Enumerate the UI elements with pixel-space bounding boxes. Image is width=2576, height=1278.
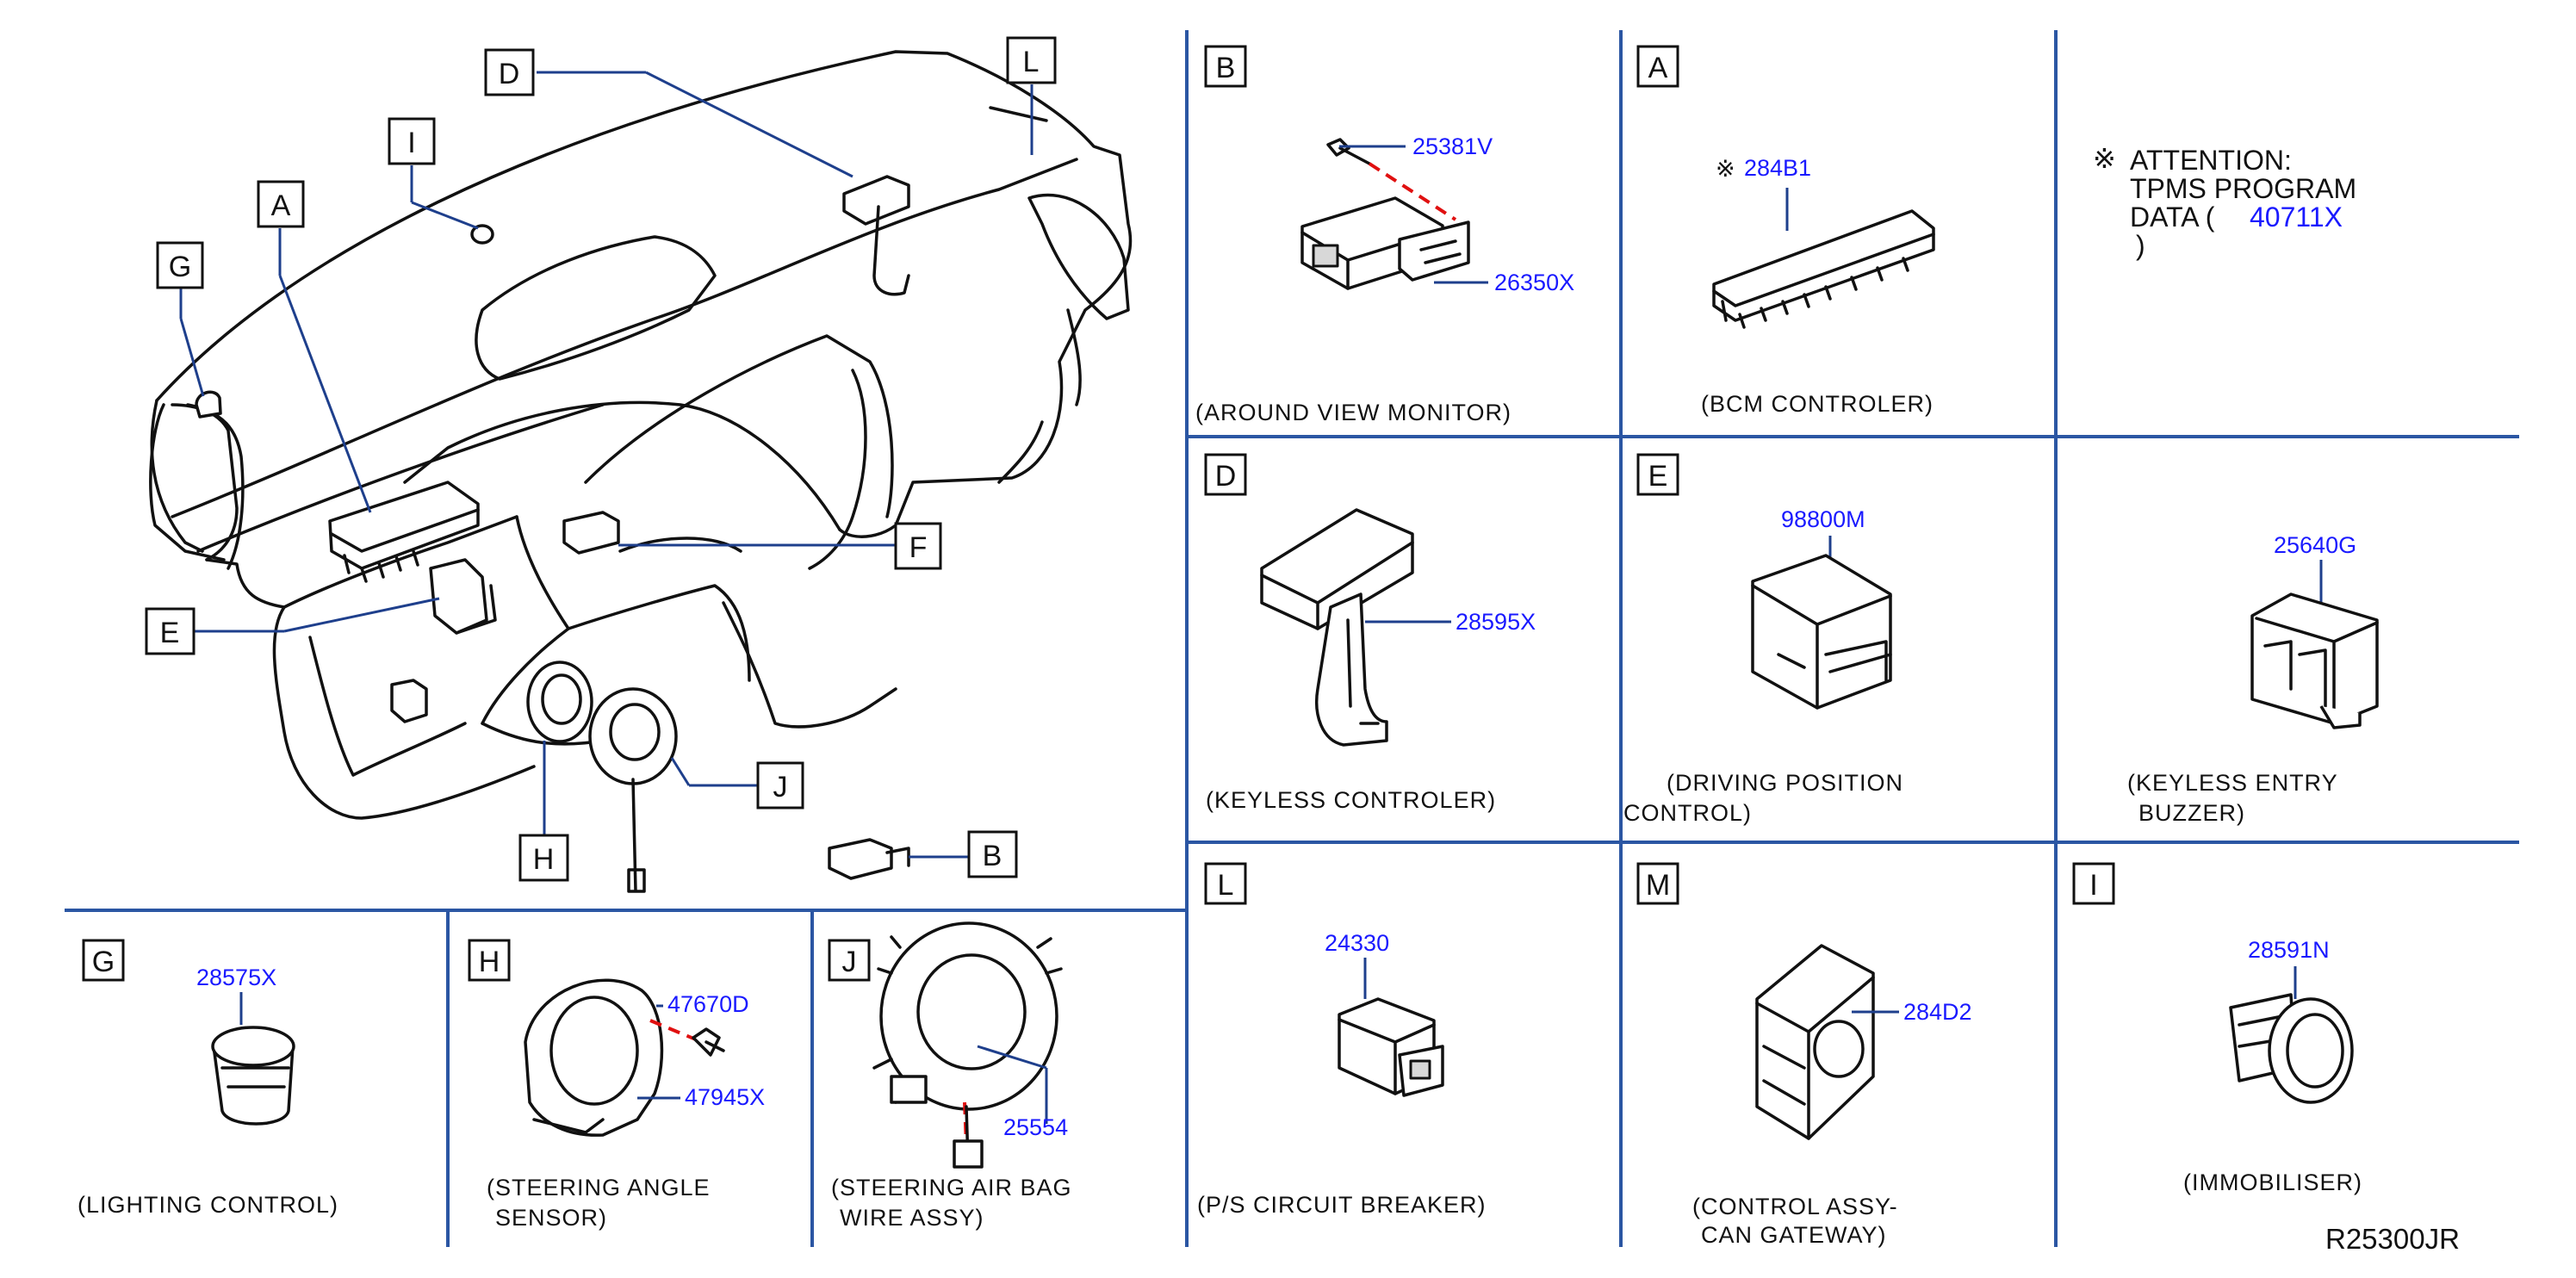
svg-text:284D2: 284D2 bbox=[1903, 999, 1972, 1025]
svg-text:L: L bbox=[1023, 46, 1040, 78]
callout-g: G bbox=[156, 241, 204, 289]
callout-h: H bbox=[518, 834, 569, 882]
svg-text:G: G bbox=[92, 946, 115, 978]
svg-text:(KEYLESS ENTRY: (KEYLESS ENTRY bbox=[2127, 770, 2338, 796]
attention-note: ※ ATTENTION: TPMS PROGRAM DATA ( 40711X … bbox=[2093, 143, 2356, 261]
svg-text:CONTROL): CONTROL) bbox=[1623, 800, 1752, 826]
panel-grid bbox=[65, 30, 2519, 1247]
overview-components bbox=[195, 106, 1048, 893]
svg-text:E: E bbox=[1648, 460, 1668, 493]
svg-text:(LIGHTING CONTROL): (LIGHTING CONTROL) bbox=[78, 1192, 338, 1218]
svg-text:(STEERING ANGLE: (STEERING ANGLE bbox=[487, 1175, 711, 1200]
svg-text:ATTENTION:: ATTENTION: bbox=[2130, 145, 2292, 176]
svg-text:WIRE ASSY): WIRE ASSY) bbox=[840, 1205, 984, 1231]
panel-steering-air-bag-wire: J 25554 (STEERING AIR BAG WIRE ASSY) bbox=[828, 921, 1072, 1231]
svg-text:28591N: 28591N bbox=[2248, 937, 2330, 963]
svg-text:B: B bbox=[983, 840, 1002, 872]
svg-text:(CONTROL ASSY-: (CONTROL ASSY- bbox=[1692, 1194, 1898, 1219]
svg-text:L: L bbox=[1218, 869, 1234, 902]
callout-f: F bbox=[894, 522, 942, 570]
callout-i: I bbox=[388, 117, 436, 165]
svg-text:D: D bbox=[499, 58, 520, 90]
svg-text:25640G: 25640G bbox=[2274, 532, 2356, 558]
svg-text:47945X: 47945X bbox=[685, 1084, 765, 1110]
dashboard-overview bbox=[149, 50, 1133, 820]
svg-text:M: M bbox=[1646, 869, 1670, 902]
svg-text:TPMS PROGRAM: TPMS PROGRAM bbox=[2130, 173, 2356, 204]
svg-text:28575X: 28575X bbox=[196, 965, 276, 990]
svg-text:D: D bbox=[1215, 460, 1237, 493]
overview-leaders bbox=[179, 71, 1034, 859]
svg-text:CAN GATEWAY): CAN GATEWAY) bbox=[1701, 1222, 1887, 1248]
panel-driving-position-control: E 98800M (DRIVING POSITION CONTROL) bbox=[1623, 453, 1903, 826]
svg-text:25554: 25554 bbox=[1003, 1114, 1068, 1140]
svg-text:G: G bbox=[169, 251, 191, 283]
svg-text:SENSOR): SENSOR) bbox=[495, 1205, 607, 1231]
svg-text:98800M: 98800M bbox=[1781, 506, 1865, 532]
panel-lighting-control: G 28575X (LIGHTING CONTROL) bbox=[78, 939, 338, 1218]
callout-e: E bbox=[145, 607, 196, 655]
svg-text:(KEYLESS CONTROLER): (KEYLESS CONTROLER) bbox=[1206, 787, 1496, 813]
svg-text:284B1: 284B1 bbox=[1744, 155, 1811, 181]
callout-j: J bbox=[756, 761, 804, 810]
svg-text:47670D: 47670D bbox=[667, 991, 749, 1017]
callout-l: L bbox=[1006, 36, 1057, 84]
svg-text:DATA (: DATA ( bbox=[2130, 202, 2215, 233]
svg-text:(DRIVING POSITION: (DRIVING POSITION bbox=[1667, 770, 1903, 796]
panel-bcm-controler: A ※ 284B1 (BCM CONTROLER) bbox=[1636, 45, 1935, 417]
svg-text:(AROUND VIEW MONITOR): (AROUND VIEW MONITOR) bbox=[1195, 400, 1511, 425]
svg-text:(STEERING AIR BAG: (STEERING AIR BAG bbox=[831, 1175, 1072, 1200]
svg-text:24330: 24330 bbox=[1325, 930, 1389, 956]
svg-text:(IMMOBILISER): (IMMOBILISER) bbox=[2183, 1169, 2362, 1195]
svg-text:): ) bbox=[2136, 230, 2145, 261]
svg-text:(BCM CONTROLER): (BCM CONTROLER) bbox=[1701, 391, 1934, 417]
panel-immobiliser: I 28591N (IMMOBILISER) bbox=[2072, 862, 2362, 1195]
svg-text:F: F bbox=[909, 531, 928, 564]
svg-text:B: B bbox=[1216, 52, 1236, 84]
callout-b: B bbox=[967, 830, 1018, 878]
svg-text:BUZZER): BUZZER) bbox=[2138, 800, 2245, 826]
svg-text:J: J bbox=[842, 946, 857, 978]
panel-keyless-controler: D 28595X (KEYLESS CONTROLER) bbox=[1204, 453, 1536, 813]
svg-text:※: ※ bbox=[1716, 156, 1735, 182]
panel-keyless-entry-buzzer: 25640G (KEYLESS ENTRY BUZZER) bbox=[2127, 532, 2379, 826]
svg-text:E: E bbox=[160, 617, 180, 649]
panel-can-gateway: M 284D2 (CONTROL ASSY- CAN GATEWAY) bbox=[1636, 862, 1972, 1248]
panel-around-view-monitor: B 25381V 26350X (AROUND VIEW MONITOR) bbox=[1195, 45, 1574, 425]
panel-steering-angle-sensor: H 47670D 47945X (STEERING ANGLE SENSOR) bbox=[468, 939, 765, 1231]
svg-text:(P/S CIRCUIT BREAKER): (P/S CIRCUIT BREAKER) bbox=[1197, 1192, 1487, 1218]
svg-text:※: ※ bbox=[2093, 143, 2116, 174]
svg-text:28595X: 28595X bbox=[1456, 609, 1536, 635]
svg-text:H: H bbox=[479, 946, 500, 978]
svg-text:H: H bbox=[533, 843, 555, 876]
callout-d: D bbox=[484, 48, 535, 96]
overview-callouts: D L I A G F E J H B bbox=[145, 36, 1057, 882]
diagram-code: R25300JR bbox=[2325, 1223, 2460, 1255]
svg-text:I: I bbox=[2089, 869, 2097, 902]
panel-ps-circuit-breaker: L 24330 (P/S CIRCUIT BREAKER) bbox=[1197, 862, 1487, 1218]
svg-text:A: A bbox=[1648, 52, 1668, 84]
svg-text:26350X: 26350X bbox=[1494, 270, 1574, 295]
svg-text:25381V: 25381V bbox=[1412, 133, 1493, 159]
svg-text:J: J bbox=[773, 771, 788, 803]
svg-text:I: I bbox=[407, 127, 415, 159]
svg-text:40711X: 40711X bbox=[2250, 202, 2343, 233]
callout-a: A bbox=[257, 180, 305, 228]
svg-text:A: A bbox=[271, 189, 291, 222]
